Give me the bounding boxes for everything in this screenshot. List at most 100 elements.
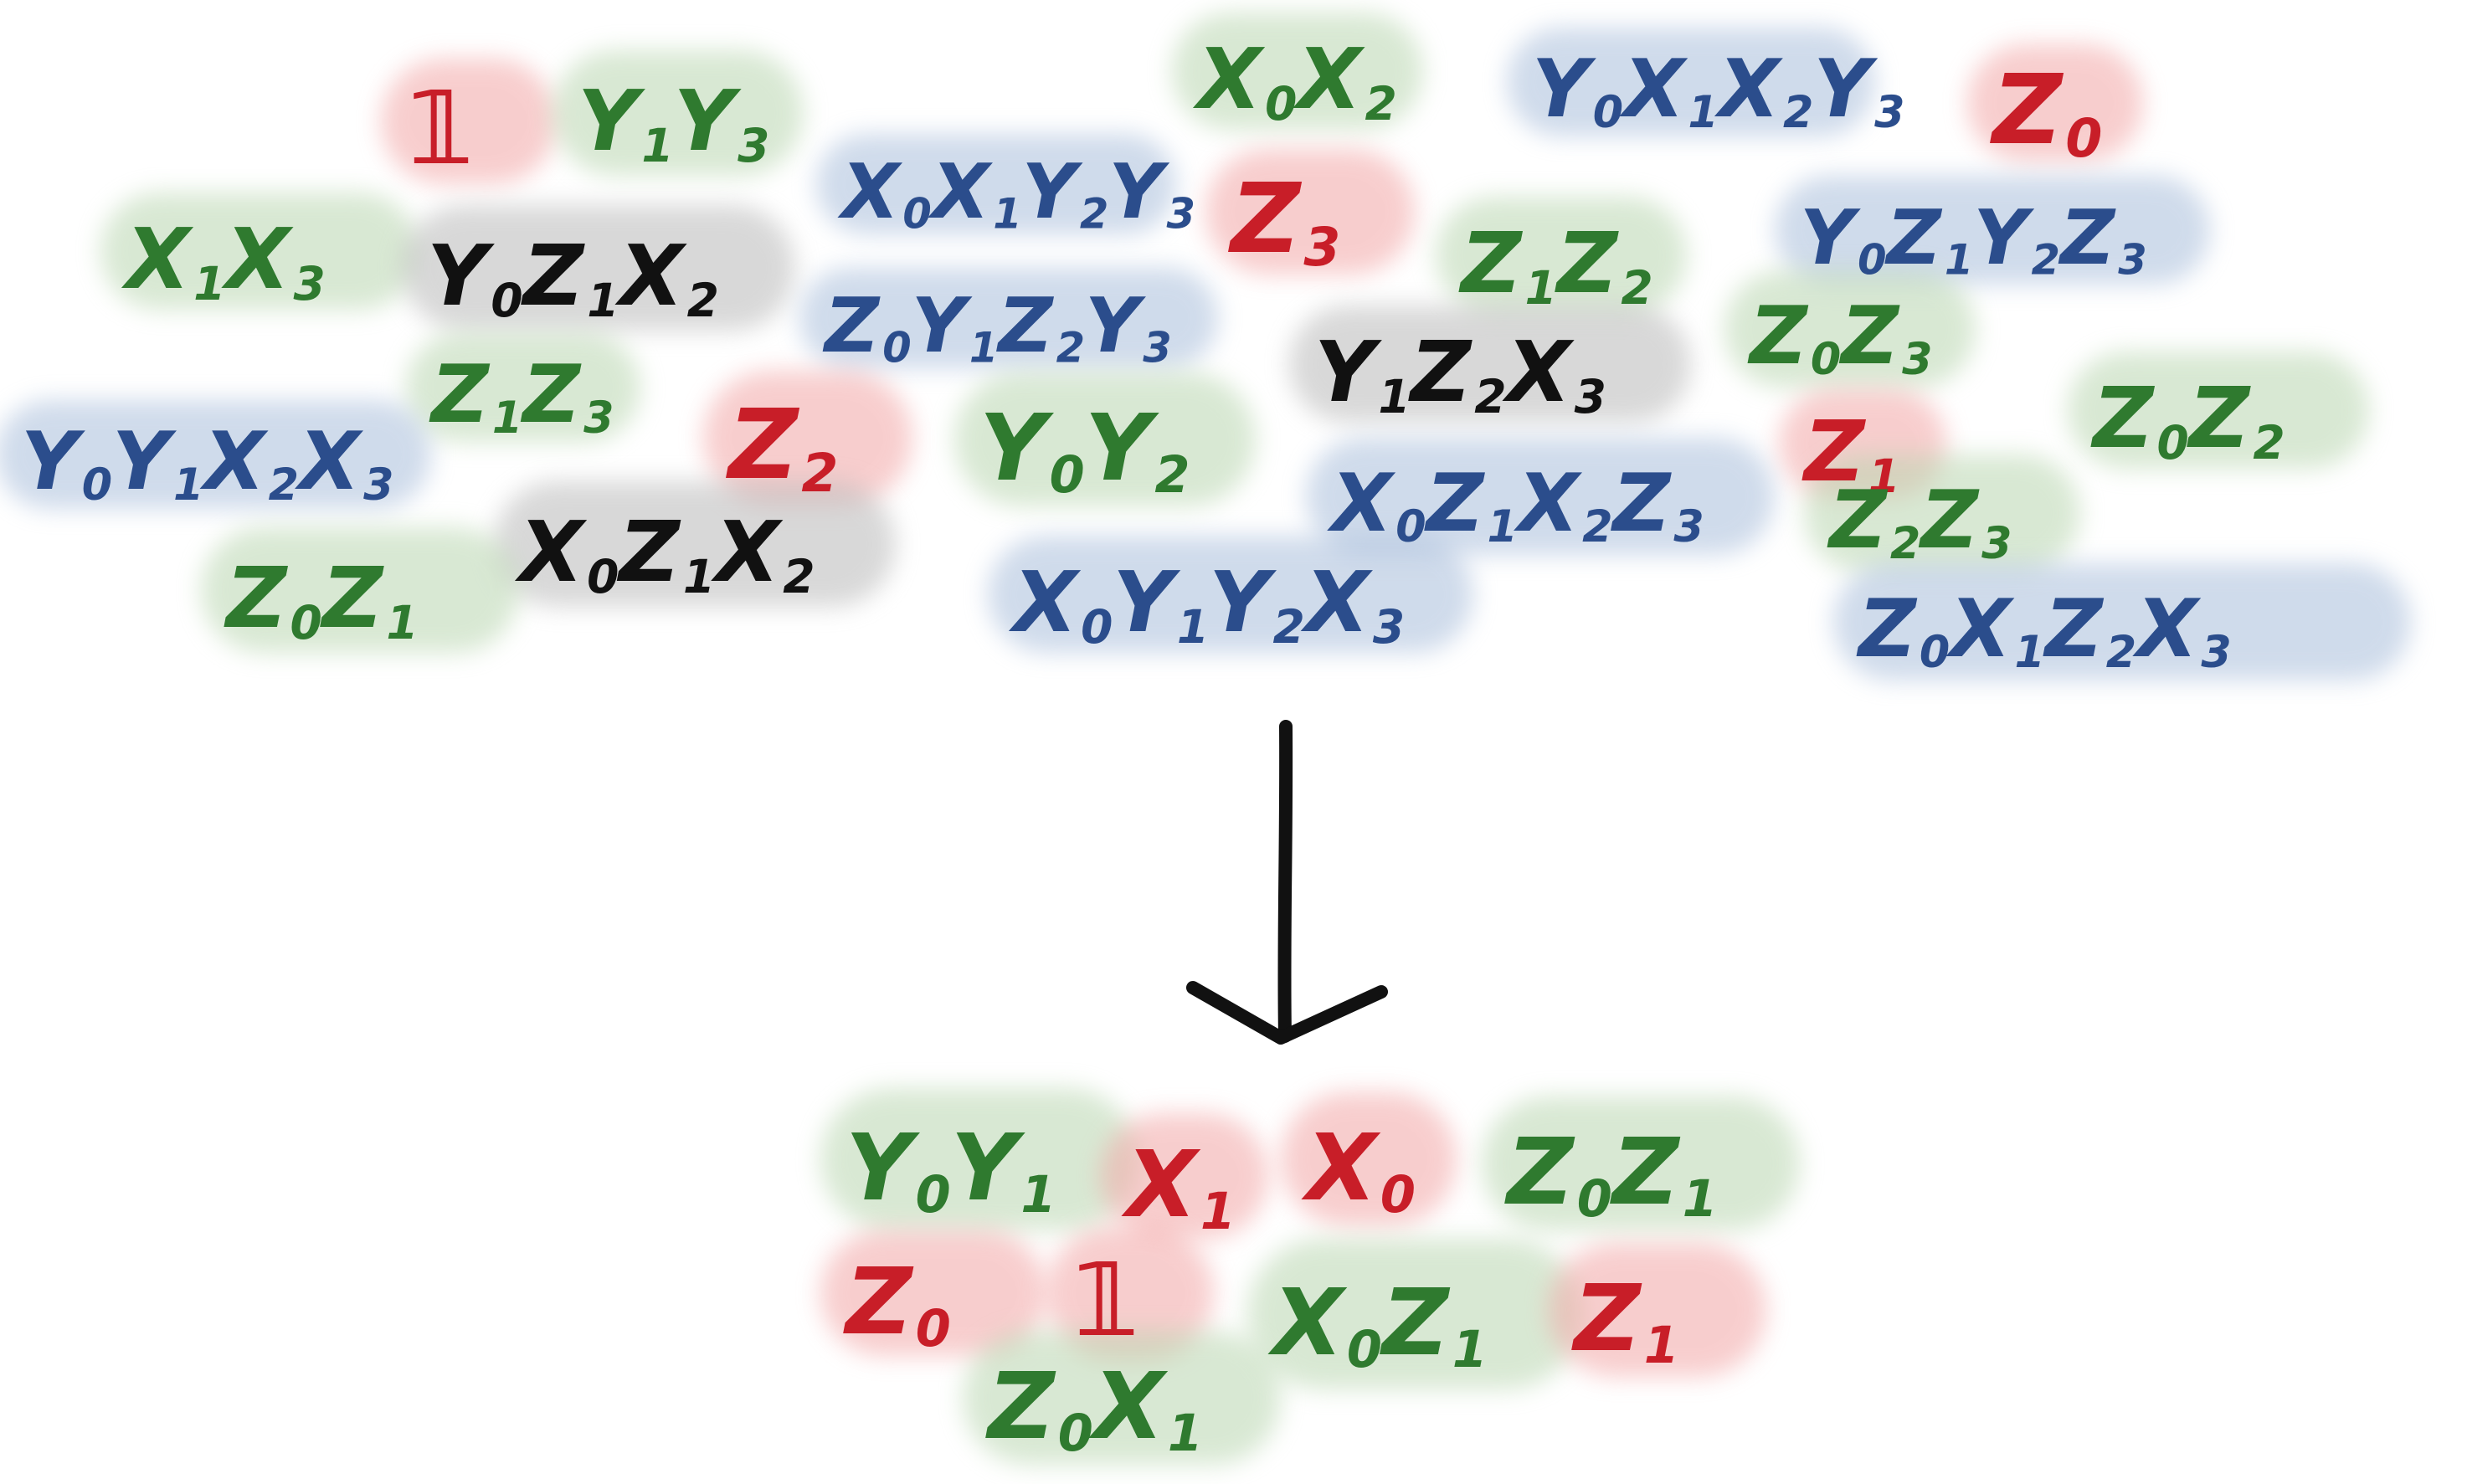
qubit-index: 0 (2065, 106, 2103, 169)
pauli-operator: Z2 (998, 282, 1085, 370)
term-highlight-blob (0, 399, 431, 509)
qubit-index: 0 (1057, 1404, 1093, 1464)
qubit-index: 2 (801, 441, 839, 504)
pauli-letter: Z (1461, 214, 1525, 312)
term-highlight-blob (1833, 562, 2411, 680)
qubit-index: 1 (1487, 502, 1518, 553)
term-highlight-blob (1205, 148, 1415, 275)
pauli-letter: Z (825, 282, 883, 370)
qubit-index: 0 (1919, 628, 1950, 679)
pauli-operator: Z0 (1750, 290, 1841, 383)
pauli-letter: Y (1973, 194, 2032, 282)
term-highlight-blob (820, 1088, 1138, 1230)
pauli-operator: Z2 (1829, 475, 1920, 567)
qubit-index: 1 (1176, 599, 1210, 654)
pauli-letter: Z (1804, 403, 1868, 501)
qubit-index: 2 (1365, 76, 1397, 131)
term-highlight-blob (1482, 1096, 1800, 1230)
qubit-index: 0 (915, 1300, 951, 1359)
qubit-index: 1 (1643, 1317, 1679, 1376)
pauli-operator: Z0 (845, 1248, 951, 1355)
pauli-operator: X1 (1623, 44, 1719, 136)
pauli-operator: X0 (519, 503, 619, 601)
qubit-index: 1 (1200, 1183, 1236, 1242)
input-term-t-y1z2x3: Y1Z2X3 (1314, 331, 1606, 420)
pauli-operator: X1 (126, 210, 225, 308)
pauli-operator: Z1 (1574, 1265, 1679, 1372)
pauli-operator: Y0 (845, 1114, 951, 1221)
term-highlight-blob (988, 536, 1473, 653)
pauli-letter: X (1331, 458, 1396, 550)
pauli-letter: Y (21, 416, 82, 508)
input-term-t-z1z3: Z1Z3 (431, 356, 614, 441)
pauli-letter: Z (1381, 1269, 1452, 1376)
pauli-letter: Y (673, 72, 738, 170)
pauli-operator: X0 (1306, 1114, 1416, 1221)
pauli-operator: Z2 (1411, 323, 1507, 421)
term-highlight-blob (1247, 1239, 1582, 1389)
pauli-letter: Y (911, 282, 969, 370)
qubit-index: 2 (1154, 446, 1190, 506)
pauli-letter: X (1950, 583, 2015, 675)
qubit-index: 3 (293, 256, 326, 311)
pauli-letter: 𝟙 (406, 71, 480, 187)
term-highlight-blob (553, 50, 804, 176)
qubit-index: 1 (1167, 1404, 1203, 1464)
pauli-operator: Z1 (619, 503, 715, 601)
pauli-letter: Y (1113, 553, 1177, 651)
input-term-t-z0z3: Z0Z3 (1750, 297, 1933, 383)
qubit-index: 1 (682, 549, 716, 603)
qubit-index: 3 (2201, 628, 2232, 679)
pauli-operator: Y3 (1813, 44, 1904, 136)
input-term-t-y0y2: Y0Y2 (979, 402, 1190, 501)
qubit-index: 1 (491, 393, 523, 444)
pauli-operator: Y0 (1532, 44, 1623, 136)
output-term-o-z0x1: Z0X1 (988, 1360, 1203, 1460)
term-highlight-blob (954, 372, 1256, 506)
output-term-o-identity: 𝟙 (1072, 1251, 1145, 1352)
pauli-letter: Z (1612, 458, 1674, 550)
pauli-letter: X (1013, 553, 1082, 651)
pauli-letter: Y (1085, 282, 1144, 370)
input-term-t-z2: Z2 (728, 398, 838, 500)
qubit-index: 0 (1395, 502, 1426, 553)
pauli-letter: X (2136, 583, 2202, 675)
pauli-letter: Y (1209, 553, 1273, 651)
term-highlight-blob (1101, 1113, 1268, 1239)
qubit-index: 1 (1688, 88, 1719, 139)
pauli-operator: X3 (299, 416, 394, 508)
pauli-letter: Y (1314, 323, 1379, 421)
term-highlight-blob (1804, 454, 2080, 572)
pauli-operator: Z3 (522, 349, 614, 441)
pauli-operator: Z1 (1461, 214, 1557, 312)
term-highlight-blob (1724, 270, 1976, 388)
pauli-operator: Z2 (2045, 583, 2136, 675)
qubit-index: 1 (172, 460, 204, 511)
pauli-operator: Z3 (2060, 194, 2147, 282)
pauli-letter: Z (988, 1353, 1058, 1460)
qubit-index: 0 (882, 323, 912, 372)
qubit-index: 0 (902, 189, 932, 239)
pauli-operator: Z2 (2189, 369, 2285, 467)
pauli-letter: Z (522, 227, 588, 325)
qubit-index: 0 (1858, 235, 1887, 285)
input-term-t-x0z1x2z3: X0Z1X2Z3 (1331, 465, 1704, 553)
input-term-t-x0y1y2x3: X0Y1Y2X3 (1013, 561, 1405, 650)
pauli-operator: Y0 (427, 227, 523, 325)
pauli-letter: X (1197, 30, 1266, 128)
pauli-operator: Z0 (1992, 54, 2102, 167)
term-highlight-blob (381, 59, 557, 184)
qubit-index: 0 (1576, 1170, 1612, 1230)
pauli-operator: X0 (1197, 30, 1297, 128)
pauli-operator: Y1 (112, 416, 203, 508)
pauli-letter: Z (1858, 583, 1920, 675)
pauli-operator: Z0 (2093, 369, 2189, 467)
qubit-index: 2 (1056, 323, 1086, 372)
input-term-t-x0x1y2y3: X0X1Y2Y3 (841, 155, 1195, 235)
qubit-index: 2 (1582, 502, 1613, 553)
pauli-letter: X (1126, 1131, 1200, 1238)
input-term-t-y0z1x2: Y0Z1X2 (427, 234, 719, 324)
qubit-index: 0 (915, 1166, 951, 1225)
pauli-operator: X1 (1093, 1353, 1203, 1460)
